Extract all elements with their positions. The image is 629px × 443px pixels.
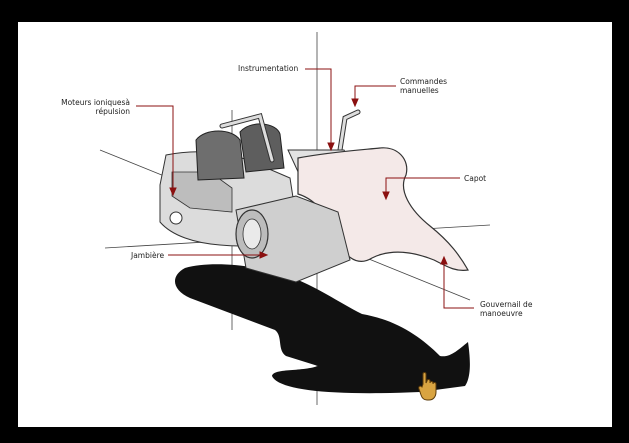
label-moteurs: Moteurs ioniquesà répulsion (61, 98, 130, 116)
label-jambiere: Jambière (131, 251, 165, 260)
label-gouvernail-line1: Gouvernail de (480, 300, 533, 309)
label-moteurs-line2: répulsion (95, 107, 130, 116)
label-moteurs-line1: Moteurs ioniquesà (61, 98, 130, 107)
ground-shadow (174, 264, 470, 394)
label-gouvernail-line2: manoeuvre (480, 309, 523, 318)
label-gouvernail: Gouvernail de manoeuvre (480, 300, 532, 318)
label-commandes: Commandes manuelles (400, 77, 447, 95)
label-commandes-line2: manuelles (400, 86, 439, 95)
label-instrumentation: Instrumentation (238, 64, 299, 73)
label-capot: Capot (464, 174, 487, 183)
leader-lines (136, 68, 474, 309)
label-commandes-line1: Commandes (400, 77, 448, 86)
pointing-hand-icon[interactable] (418, 372, 437, 401)
